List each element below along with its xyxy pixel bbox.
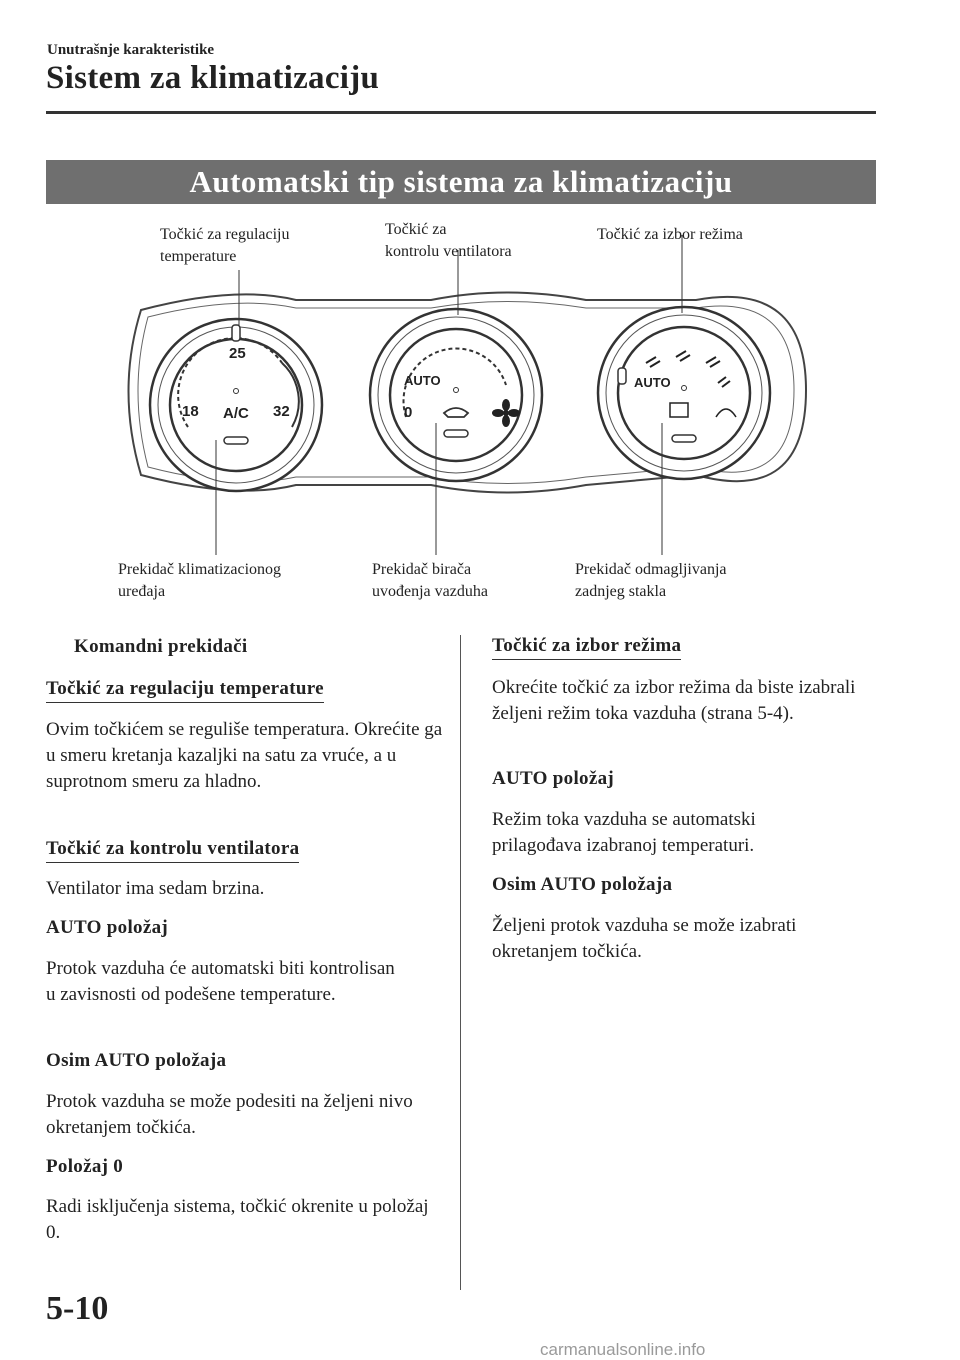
- panel-outline: [127, 291, 808, 494]
- fan-auto-heading: AUTO položaj: [46, 917, 169, 938]
- fan-non-auto-heading: Osim AUTO položaja: [46, 1050, 227, 1071]
- callout-line: Prekidač odmagljivanja: [575, 561, 727, 578]
- controls-heading: Komandni prekidači: [74, 636, 248, 657]
- temperature-dial-text: Ovim točkićem se reguliše temperatura. O…: [46, 719, 443, 792]
- temperature-dial-heading: Točkić za regulaciju temperature: [46, 678, 324, 703]
- mode-auto-label: AUTO: [634, 375, 671, 390]
- mode-non-auto-text: Željeni protok vazduha se može izabrati …: [492, 915, 797, 962]
- callout-line: Prekidač birača: [372, 561, 472, 578]
- fan-non-auto-text: Protok vazduha se može podesiti na želje…: [46, 1091, 413, 1138]
- temp-max-label: 32: [273, 403, 290, 420]
- recirculation-icon: [442, 407, 470, 418]
- callout-fan-dial: Točkić za kontrolu ventilatora: [385, 219, 512, 263]
- callout-mode-dial: Točkić za izbor režima: [597, 226, 743, 243]
- callout-line: Prekidač klimatizacionog: [118, 561, 282, 578]
- callout-defroster-switch: Prekidač odmagljivanja zadnjeg stakla: [575, 559, 727, 603]
- title-divider: [46, 111, 876, 114]
- callout-line: temperature: [160, 248, 237, 265]
- fan-zero-label: 0: [404, 404, 412, 421]
- fan-icon: [492, 399, 520, 427]
- section-banner: Automatski tip sistema za klimatizaciju: [46, 160, 876, 204]
- section-label: Unutrašnje karakteristike: [47, 42, 215, 58]
- callout-line: uvođenja vazduha: [372, 583, 488, 600]
- page-title: Sistem za klimatizaciju: [46, 60, 380, 96]
- callout-temperature-dial: Točkić za regulaciju temperature: [160, 224, 289, 268]
- mode-dial: AUTO: [596, 305, 772, 481]
- callout-line: Točkić za regulaciju: [160, 226, 290, 243]
- fan-auto-label: AUTO: [404, 373, 441, 388]
- vent-mode-icons: [645, 350, 731, 388]
- callout-ac-switch: Prekidač klimatizacionog uređaja: [118, 559, 281, 603]
- temp-mid-label: 25: [229, 345, 246, 362]
- fan-dial: AUTO 0: [368, 307, 544, 483]
- column-divider: [460, 635, 461, 1290]
- fan-dial-text: Ventilator ima sedam brzina.: [46, 878, 265, 899]
- mode-dial-heading: Točkić za izbor režima: [492, 635, 682, 660]
- temperature-dial: 25 18 32 A/C: [148, 317, 324, 493]
- callout-line: kontrolu ventilatora: [385, 243, 512, 260]
- mode-auto-heading: AUTO položaj: [492, 768, 615, 789]
- rear-defroster-icon: [669, 402, 689, 418]
- mode-dial-text: Okrećite točkić za izbor režima da biste…: [492, 677, 856, 724]
- callout-line: uređaja: [118, 583, 166, 600]
- front-defroster-icon: [715, 408, 737, 418]
- mode-non-auto-heading: Osim AUTO položaja: [492, 874, 673, 895]
- mode-auto-text: Režim toka vazduha se automatski prilago…: [492, 809, 756, 856]
- callout-line: zadnjeg stakla: [575, 583, 667, 600]
- panel-inner-outline: [137, 301, 795, 484]
- callout-intake-switch: Prekidač birača uvođenja vazduha: [372, 559, 488, 603]
- climate-control-panel-illustration: 25 18 32 A/C AUTO 0 AUTO: [127, 235, 808, 555]
- temp-min-label: 18: [182, 403, 199, 420]
- page-number: 5-10: [46, 1290, 109, 1327]
- zero-position-heading: Položaj 0: [46, 1156, 124, 1177]
- ac-label: A/C: [223, 405, 249, 422]
- watermark: carmanualsonline.info: [540, 1340, 706, 1359]
- zero-position-text: Radi isključenja sistema, točkić okrenit…: [46, 1196, 429, 1243]
- callout-line: Točkić za: [385, 221, 447, 238]
- fan-auto-text: Protok vazduha će automatski biti kontro…: [46, 958, 395, 1005]
- fan-dial-heading: Točkić za kontrolu ventilatora: [46, 838, 300, 863]
